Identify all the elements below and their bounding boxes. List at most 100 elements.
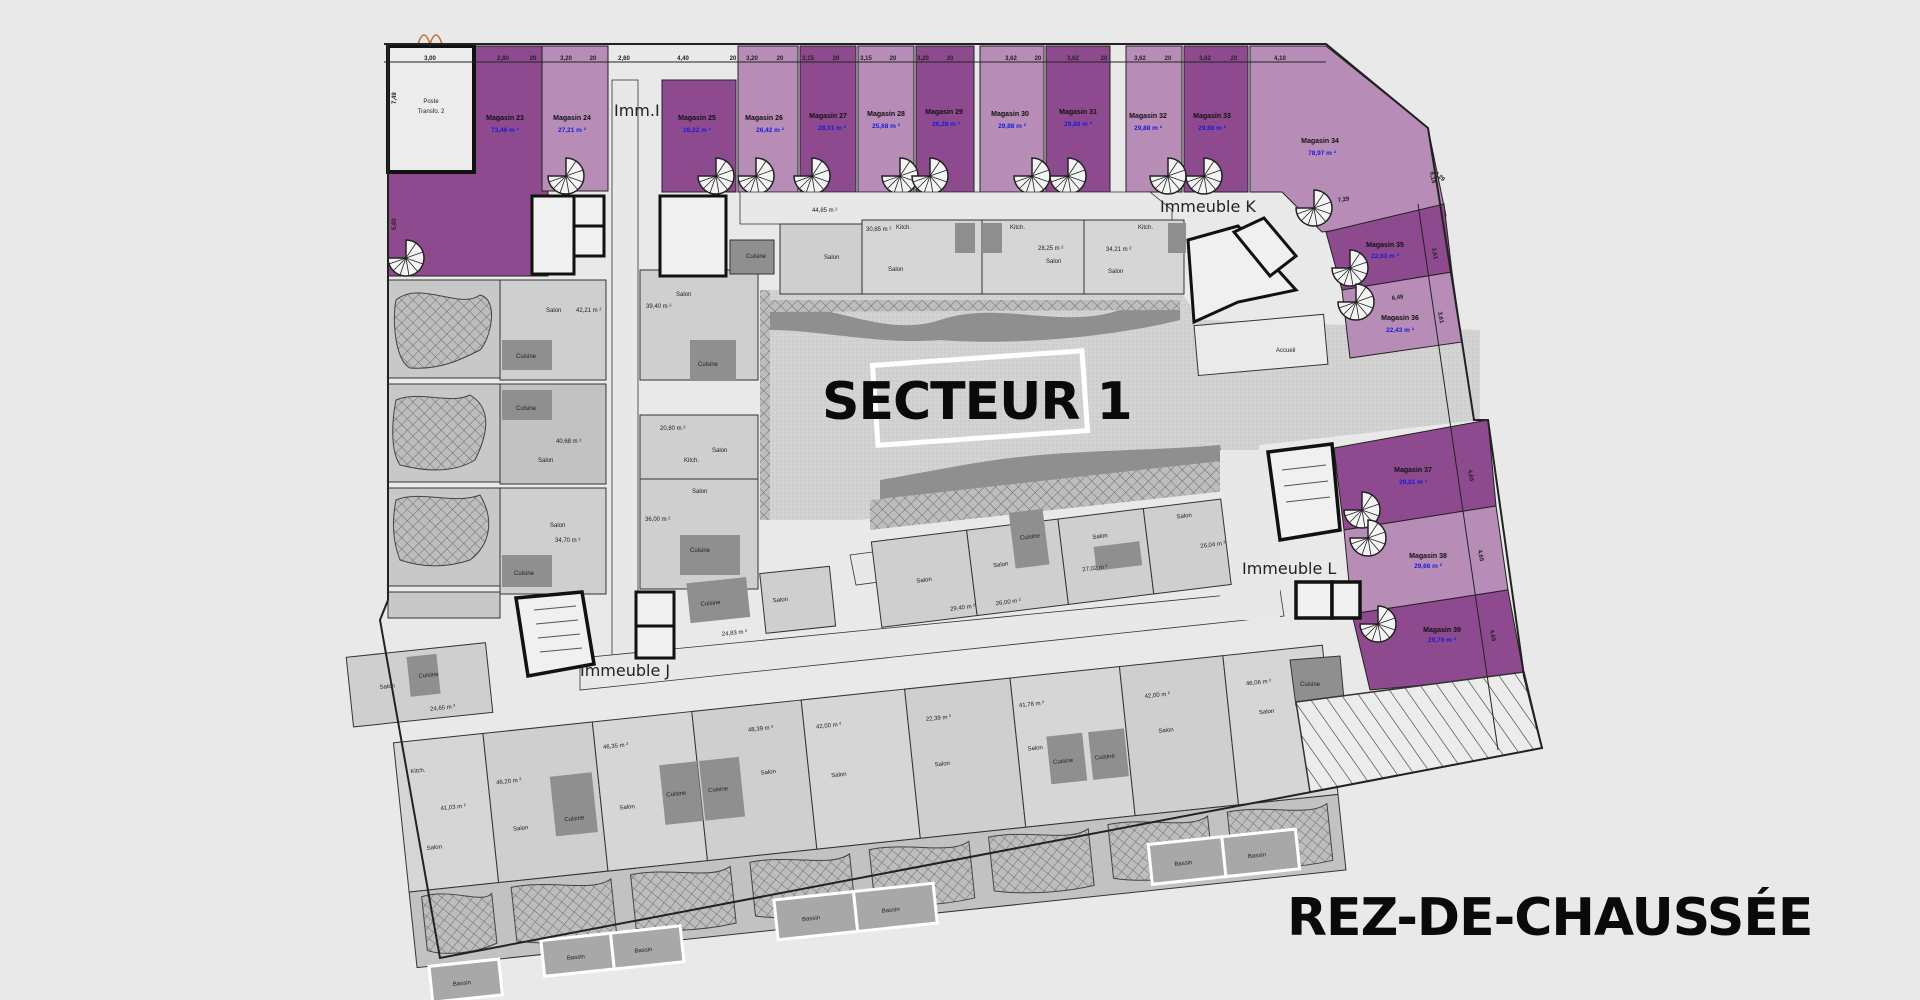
svg-text:Kitch.: Kitch.: [1010, 225, 1025, 231]
svg-text:Kitch.: Kitch.: [684, 458, 699, 464]
svg-text:Bassin: Bassin: [881, 907, 900, 915]
svg-text:41,03 m ²: 41,03 m ²: [440, 804, 466, 813]
svg-text:2,80: 2,80: [497, 56, 509, 62]
svg-text:34,21 m ²: 34,21 m ²: [1106, 247, 1131, 253]
svg-text:20: 20: [730, 56, 737, 62]
svg-text:20: 20: [1035, 56, 1042, 62]
svg-text:20: 20: [833, 56, 840, 62]
svg-text:Cuisine: Cuisine: [516, 354, 537, 360]
svg-text:Salon: Salon: [379, 683, 395, 691]
left-wing: Salon 42,21 m ² Cuisine Cuisine 40,68 m …: [387, 194, 607, 619]
svg-text:39,40 m ²: 39,40 m ²: [646, 304, 671, 310]
svg-text:40,68 m ²: 40,68 m ²: [556, 439, 581, 445]
svg-text:Cuisine: Cuisine: [666, 790, 687, 798]
svg-text:6,18: 6,18: [1428, 171, 1436, 184]
building-l-core: Cuisine: [1266, 442, 1362, 707]
label-immeuble-j: Immeuble J: [580, 661, 670, 680]
svg-text:Magasin 34: Magasin 34: [1301, 138, 1339, 145]
floor-title: REZ-DE-CHAUSSÉE: [1287, 888, 1813, 948]
svg-text:4,65: 4,65: [1476, 549, 1484, 562]
svg-text:Magasin 39: Magasin 39: [1423, 627, 1461, 634]
svg-text:Bassin: Bassin: [453, 980, 472, 988]
svg-text:4,10: 4,10: [1274, 56, 1286, 62]
transformer-room: [386, 44, 476, 174]
svg-text:Magasin 31: Magasin 31: [1059, 109, 1097, 116]
building-outline: [378, 43, 1544, 960]
svg-text:34,70 m ²: 34,70 m ²: [555, 538, 580, 544]
svg-text:29,79 m ²: 29,79 m ²: [1428, 637, 1457, 644]
svg-text:Cuisine: Cuisine: [418, 672, 439, 680]
shop-39: Magasin 39 29,79 m ²: [1423, 627, 1461, 644]
svg-text:24,65 m ²: 24,65 m ²: [430, 704, 456, 713]
svg-text:3,62: 3,62: [1005, 56, 1017, 62]
svg-text:Salon: Salon: [772, 597, 788, 605]
svg-text:73,46 m ²: 73,46 m ²: [491, 127, 520, 134]
svg-text:Bassin: Bassin: [634, 947, 653, 955]
svg-text:46,35 m ²: 46,35 m ²: [603, 742, 629, 751]
svg-text:Bassin: Bassin: [567, 954, 586, 962]
svg-text:3,20: 3,20: [917, 56, 929, 62]
svg-text:Salon: Salon: [1027, 745, 1043, 753]
label-immeuble-k: Immeuble K: [1160, 197, 1256, 216]
svg-text:Salon: Salon: [692, 489, 707, 495]
svg-text:27,21 m ²: 27,21 m ²: [558, 127, 587, 134]
building-k-units: 44,85 m ² Salon 30,85 m ² Salon 28,25 m …: [779, 208, 1329, 377]
svg-text:29,81 m ²: 29,81 m ²: [1399, 479, 1428, 486]
svg-text:3,15: 3,15: [860, 56, 872, 62]
svg-text:26,22 m ²: 26,22 m ²: [683, 127, 712, 134]
svg-text:26,00 m ²: 26,00 m ²: [995, 598, 1021, 607]
svg-text:6,49: 6,49: [1391, 294, 1404, 302]
svg-text:Cuisine: Cuisine: [1300, 682, 1321, 688]
svg-text:Salon: Salon: [1108, 269, 1123, 275]
svg-text:Magasin 33: Magasin 33: [1193, 113, 1231, 120]
svg-text:Salon: Salon: [1046, 259, 1061, 265]
svg-text:Magasin 23: Magasin 23: [486, 115, 524, 122]
svg-text:Cuisine: Cuisine: [1095, 753, 1116, 761]
svg-text:28,01 m ²: 28,01 m ²: [818, 125, 847, 132]
svg-text:Magasin 30: Magasin 30: [991, 111, 1029, 118]
svg-text:29,88 m ²: 29,88 m ²: [1198, 125, 1227, 132]
svg-text:Cuisine: Cuisine: [564, 815, 585, 823]
svg-text:78,97 m ²: 78,97 m ²: [1308, 150, 1337, 157]
svg-text:26,28 m ²: 26,28 m ²: [932, 121, 961, 128]
building-l-units: Salon 29,40 m ² Salon 26,00 m ² Cuisine …: [870, 498, 1232, 628]
svg-text:44,85 m ²: 44,85 m ²: [812, 208, 837, 214]
shop-34: Magasin 34 78,97 m ²: [1301, 138, 1339, 157]
svg-text:26,04 m ²: 26,04 m ²: [1200, 541, 1226, 550]
svg-text:Salon: Salon: [1158, 727, 1174, 735]
svg-text:Magasin 32: Magasin 32: [1129, 113, 1167, 120]
label-immeuble-l: Immeuble L: [1242, 559, 1336, 578]
svg-text:Salon: Salon: [619, 804, 635, 812]
svg-text:Salon: Salon: [538, 458, 553, 464]
svg-text:Salon: Salon: [831, 772, 847, 780]
svg-text:Salon: Salon: [993, 561, 1009, 569]
svg-text:7,49: 7,49: [392, 92, 398, 104]
svg-text:Bassin: Bassin: [1248, 852, 1267, 860]
svg-text:29,88 m ²: 29,88 m ²: [1064, 121, 1093, 128]
svg-text:20: 20: [1231, 56, 1238, 62]
svg-text:20,80 m ²: 20,80 m ²: [660, 426, 685, 432]
svg-text:42,00 m ²: 42,00 m ²: [1144, 691, 1170, 700]
svg-text:20: 20: [890, 56, 897, 62]
svg-text:Bassin: Bassin: [1174, 860, 1193, 868]
svg-text:3,20: 3,20: [746, 56, 758, 62]
svg-text:Cuisine: Cuisine: [746, 254, 767, 260]
svg-text:Magasin 27: Magasin 27: [809, 113, 847, 120]
svg-text:46,20 m ²: 46,20 m ²: [496, 778, 522, 787]
svg-text:20: 20: [1165, 56, 1172, 62]
svg-text:Salon: Salon: [1092, 533, 1108, 541]
svg-text:20: 20: [590, 56, 597, 62]
svg-text:28,25 m ²: 28,25 m ²: [1038, 246, 1063, 252]
svg-text:Salon: Salon: [546, 308, 561, 314]
svg-text:2,60: 2,60: [618, 56, 630, 62]
svg-text:5,60: 5,60: [392, 218, 398, 230]
svg-text:Cuisine: Cuisine: [700, 600, 721, 608]
svg-text:Salon: Salon: [1259, 709, 1275, 717]
